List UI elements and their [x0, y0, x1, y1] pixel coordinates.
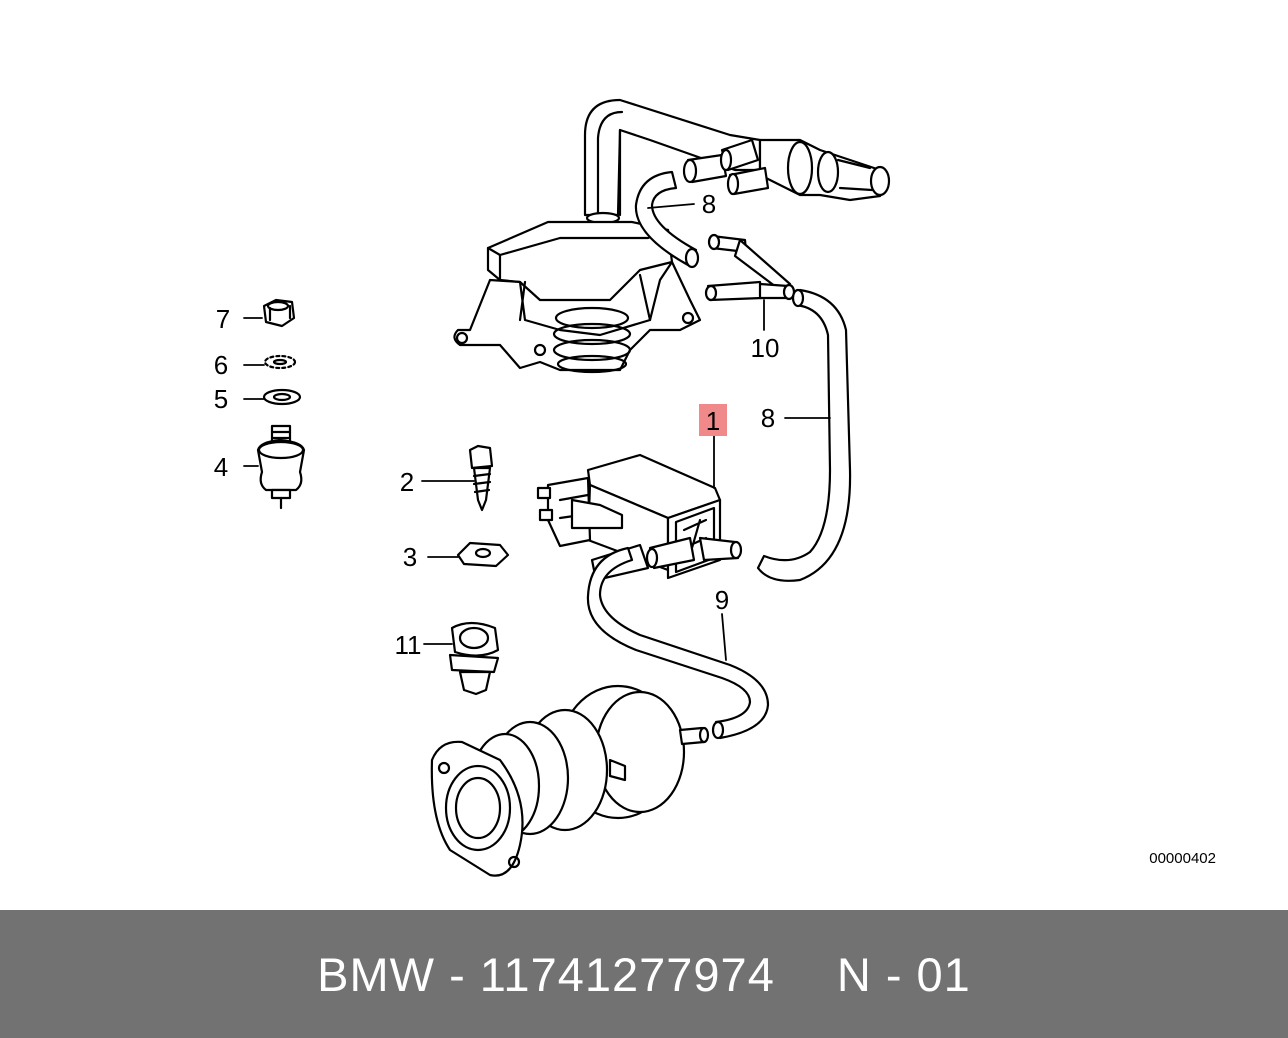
hex-nut-7: [262, 298, 296, 328]
screw-2: [468, 444, 494, 512]
label-part-11: 11: [395, 630, 422, 660]
t-connector-10: [704, 233, 796, 302]
label-part-6: 6: [214, 350, 228, 380]
egr-valve-assembly: [430, 684, 710, 877]
part-1-highlight: [699, 404, 727, 436]
parts-diagram: 1 2 3 4 5 6 7 8 8 9 10 11 00000402: [214, 98, 1216, 877]
solenoid-valve-1: [536, 453, 743, 582]
intake-pipe-assembly: [583, 98, 891, 225]
footer-page-code: N - 01: [836, 947, 971, 1001]
drawing-number: 00000402: [1149, 850, 1216, 867]
footer-bar: BMW - 11741277974 N - 01: [0, 910, 1288, 1038]
label-part-8-right: 8: [761, 403, 775, 433]
rubber-mount-4: [256, 424, 306, 510]
lock-washer-6: [263, 354, 297, 370]
clip-nut-3: [456, 541, 510, 568]
label-part-5: 5: [214, 384, 228, 414]
label-part-3: 3: [403, 542, 417, 572]
label-part-7: 7: [216, 304, 230, 334]
washer-5: [262, 388, 302, 406]
label-part-9: 9: [715, 585, 729, 615]
label-part-8-upper: 8: [702, 189, 716, 219]
label-part-10: 10: [751, 333, 780, 363]
label-part-2: 2: [400, 467, 414, 497]
hose-clip-11: [448, 621, 500, 696]
parts-diagram-svg: 1 2 3 4 5 6 7 8 8 9 10 11 00000402: [214, 98, 1216, 877]
footer-part-number: BMW - 11741277974: [317, 947, 775, 1001]
label-part-1: 1: [706, 406, 720, 436]
leader-lines: [243, 203, 831, 661]
housing-bracket: [453, 220, 702, 374]
hose-8-long: [756, 288, 852, 582]
label-part-4: 4: [214, 452, 228, 482]
